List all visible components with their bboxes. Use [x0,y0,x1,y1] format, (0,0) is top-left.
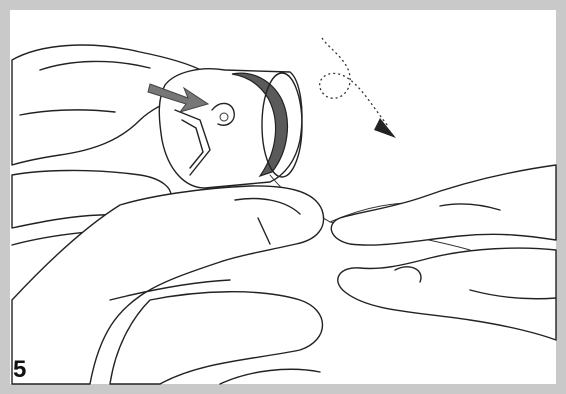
dotted-rotation-arrow-icon [320,38,396,138]
right-hand-icon [331,165,556,340]
step-number: 5 [13,358,26,382]
